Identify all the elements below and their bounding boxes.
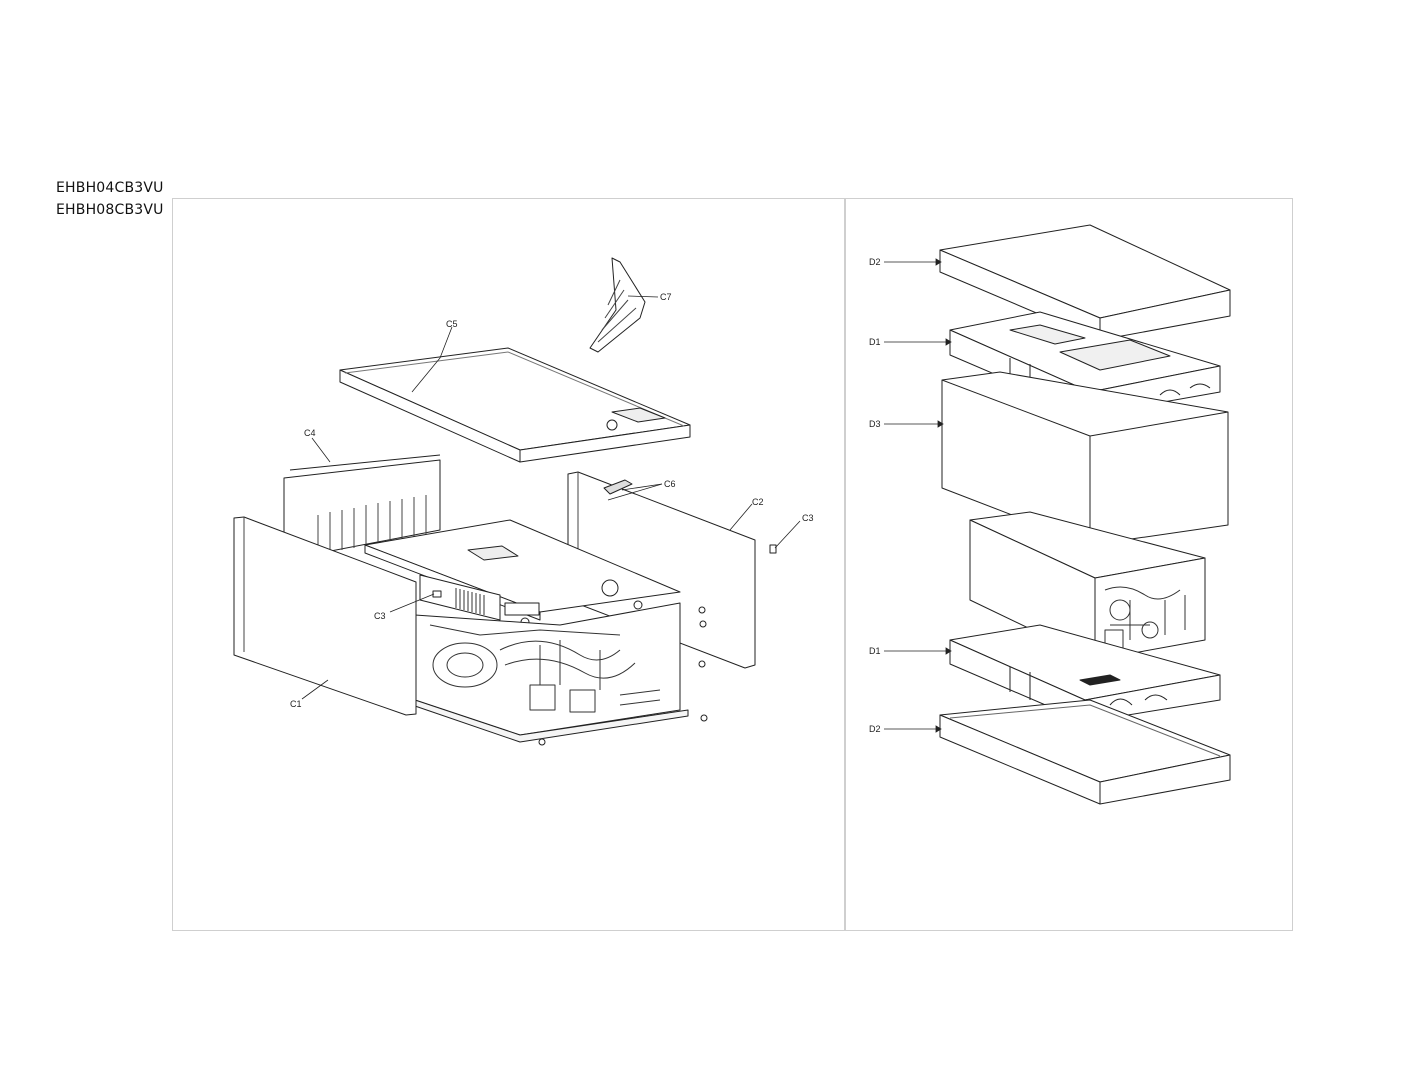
left-panel-c1 [233, 516, 417, 716]
label-c4: C4 [304, 428, 316, 438]
label-c7: C7 [660, 292, 672, 302]
label-c6: C6 [664, 479, 676, 489]
sleeve-d3 [941, 371, 1229, 546]
screw-c3-right [769, 544, 777, 554]
bottom-foam-d1 [949, 624, 1221, 723]
bracket-c7 [589, 257, 646, 353]
nut-e [699, 620, 707, 628]
packed-unit [969, 511, 1206, 661]
label-c3-right: C3 [802, 513, 814, 523]
label-c3-left: C3 [374, 611, 386, 621]
label-d1-top: D1 [869, 337, 881, 347]
label-d1-bottom: D1 [869, 646, 881, 656]
nut-a [698, 660, 706, 668]
model-number-1: EHBH04CB3VU [56, 180, 164, 196]
top-cap-d2 [939, 224, 1231, 341]
model-number-2: EHBH08CB3VU [56, 202, 164, 218]
top-panel-c5 [339, 347, 691, 463]
label-d3: D3 [869, 419, 881, 429]
label-c2: C2 [752, 497, 764, 507]
label-d2-top: D2 [869, 257, 881, 267]
label-c5: C5 [446, 319, 458, 329]
label-d2-bottom: D2 [869, 724, 881, 734]
screw-c3-left [432, 590, 442, 598]
rear-panel-c4 [283, 454, 441, 561]
bottom-tray-d2 [939, 699, 1231, 805]
nut-c [538, 738, 546, 746]
label-c1: C1 [290, 699, 302, 709]
packaging-view-frame [845, 198, 1293, 931]
nut-d [698, 606, 706, 614]
exploded-view-frame [172, 198, 845, 931]
nut-b [700, 714, 708, 722]
unit-body [364, 519, 689, 743]
